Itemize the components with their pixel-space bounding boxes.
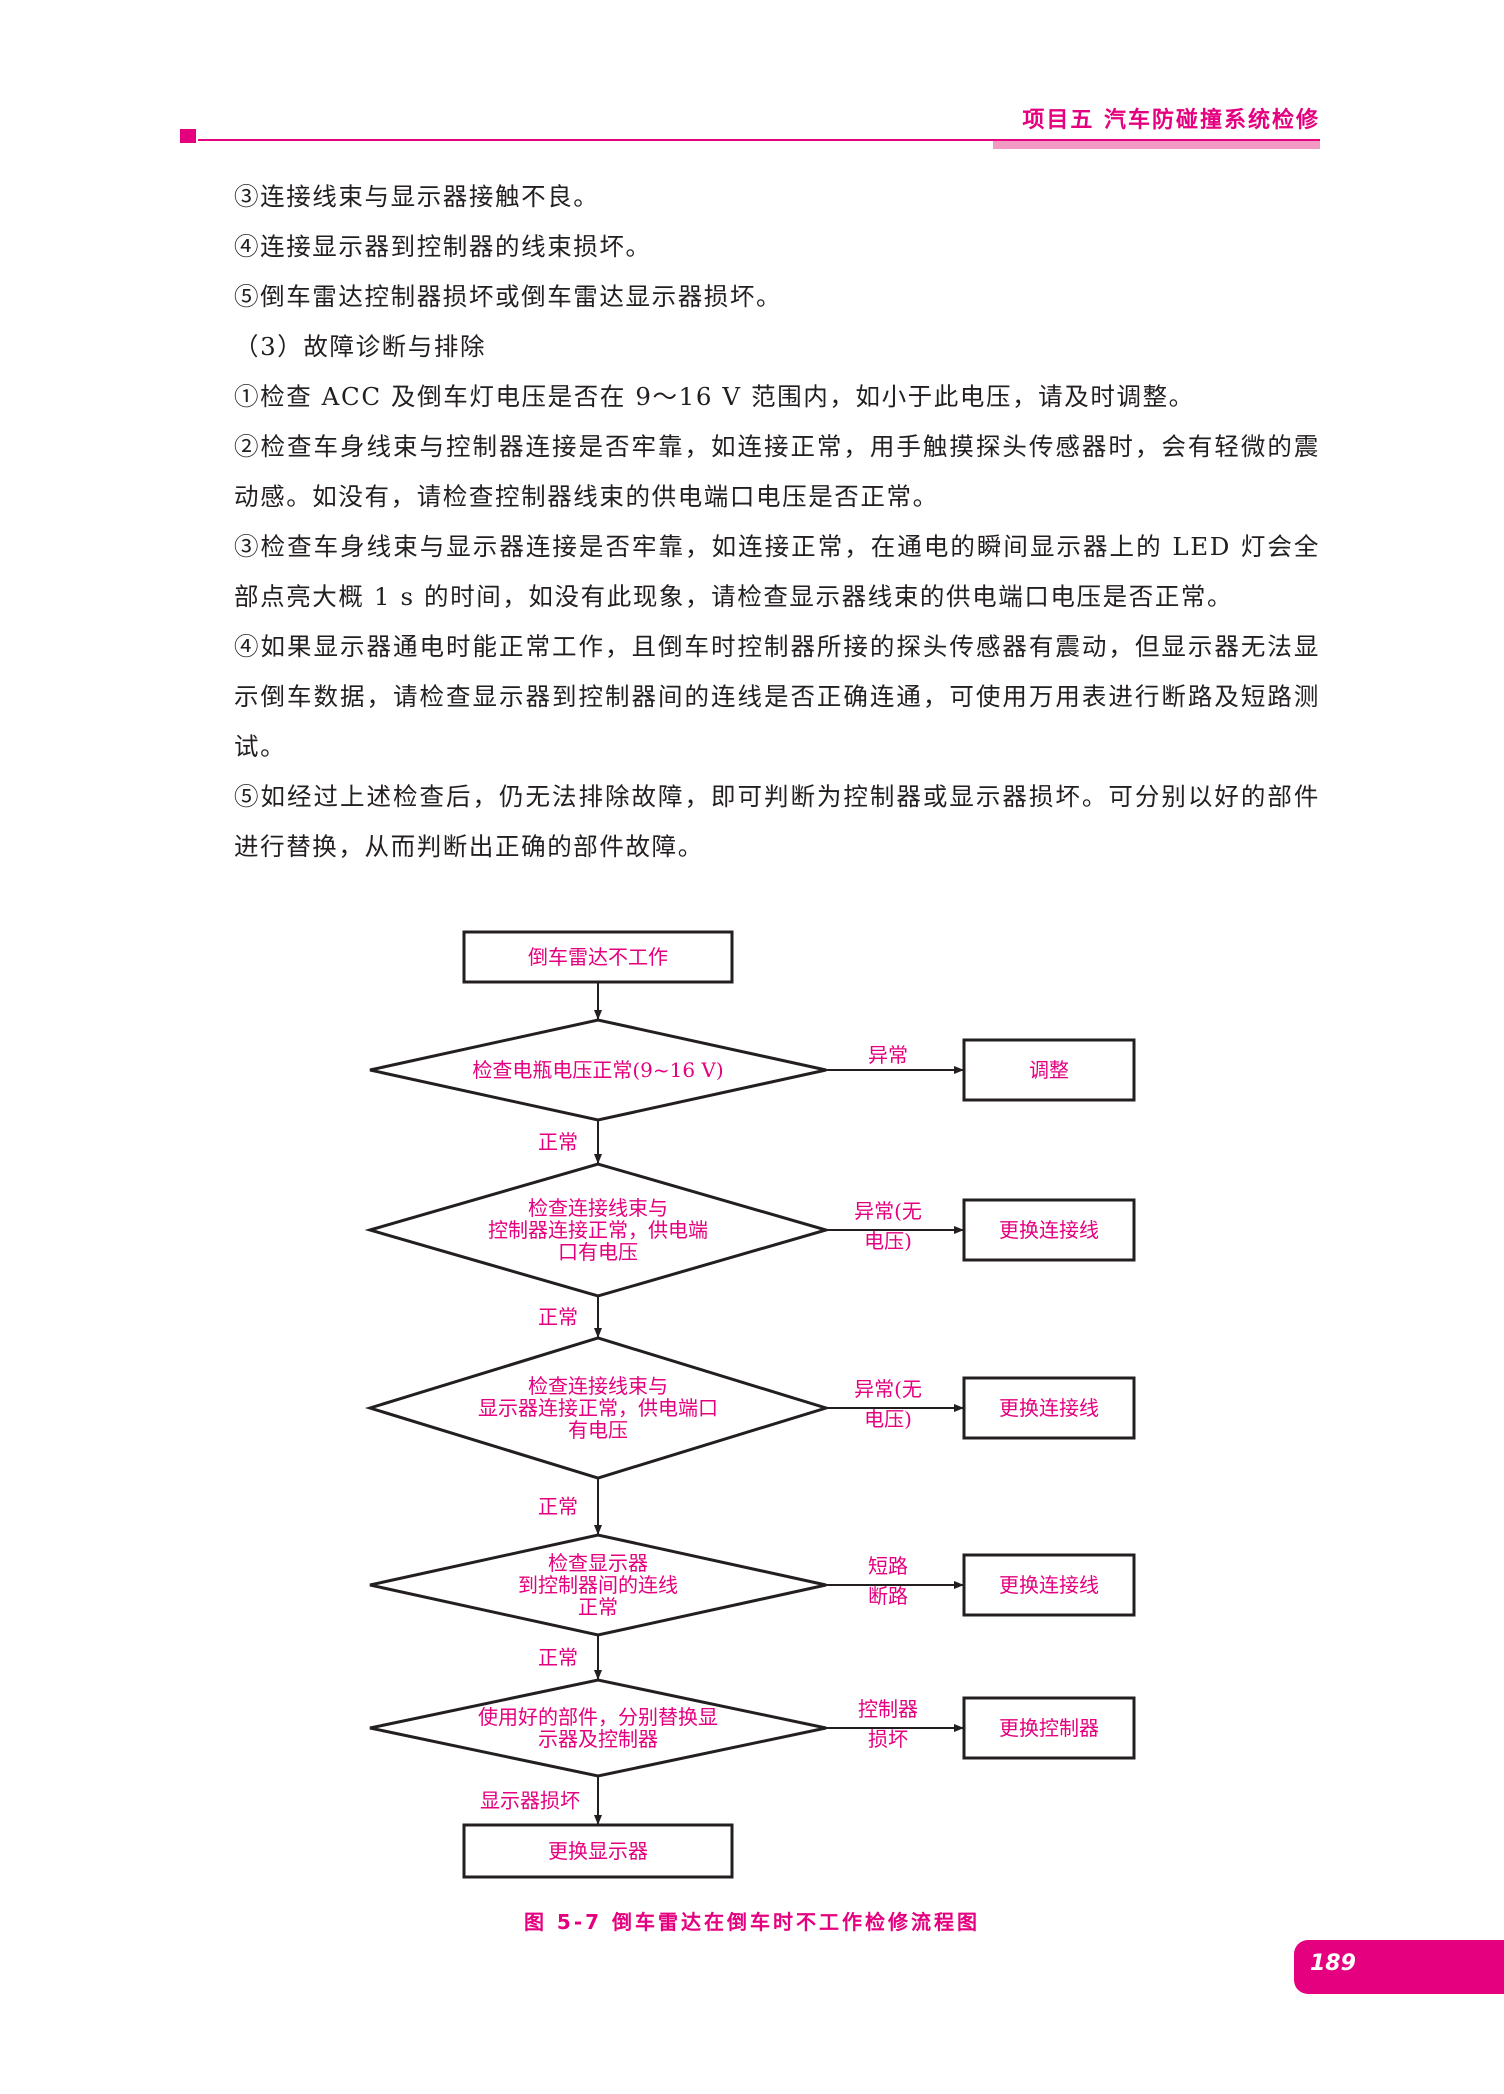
flowchart: 倒车雷达不工作检查电瓶电压正常(9~16 V)异常调整正常检查连接线束与控制器连… (360, 920, 1150, 1880)
decision-text: 有电压 (568, 1418, 628, 1442)
action-label: 更换连接线 (999, 1396, 1099, 1420)
action-box (962, 1198, 1136, 1262)
decision-text: 口有电压 (558, 1240, 638, 1264)
header-bar (993, 141, 1320, 149)
fail-label: 短路 (868, 1554, 908, 1578)
start-label: 倒车雷达不工作 (528, 945, 668, 969)
decision-text: 检查电瓶电压正常(9~16 V) (472, 1058, 723, 1082)
decision-text: 检查连接线束与 (528, 1196, 668, 1220)
decision-text: 正常 (578, 1595, 618, 1619)
decision-text: 检查连接线束与 (528, 1374, 668, 1398)
section-heading: （3）故障诊断与排除 (234, 332, 487, 361)
end-label: 更换显示器 (548, 1839, 648, 1863)
paragraph-9: ⑤如经过上述检查后，仍无法排除故障，即可判断为控制器或显示器损坏。可分别以好的部… (234, 782, 1320, 861)
end-box (462, 1823, 734, 1879)
action-box (962, 1553, 1136, 1617)
action-label: 更换连接线 (999, 1218, 1099, 1242)
header-rule (198, 139, 1320, 141)
decision-text: 使用好的部件，分别替换显 (478, 1705, 718, 1729)
paragraph-8: ④如果显示器通电时能正常工作，且倒车时控制器所接的探头传感器有震动，但显示器无法… (234, 632, 1320, 761)
action-box (962, 1038, 1136, 1102)
ok-label: 正常 (538, 1646, 578, 1670)
ok-label: 正常 (538, 1305, 578, 1329)
paragraph-7: ③检查车身线束与显示器连接是否牢靠，如连接正常，在通电的瞬间显示器上的 LED … (234, 532, 1320, 611)
action-box (962, 1376, 1136, 1440)
figure-caption: 图 5-7 倒车雷达在倒车时不工作检修流程图 (523, 1910, 981, 1934)
fail-label: 损坏 (868, 1727, 908, 1751)
paragraph-2: ④连接显示器到控制器的线束损坏。 (234, 232, 652, 261)
paragraph-6: ②检查车身线束与控制器连接是否牢靠，如连接正常，用手触摸探头传感器时，会有轻微的… (234, 432, 1320, 511)
paragraph-1: ③连接线束与显示器接触不良。 (234, 182, 600, 211)
fail-label: 电压) (864, 1407, 912, 1431)
last-label: 显示器损坏 (480, 1789, 580, 1813)
page-number-tab: 189 (1294, 1940, 1504, 1994)
action-label: 调整 (1029, 1058, 1069, 1082)
action-label: 更换控制器 (999, 1716, 1099, 1740)
decision-text: 示器及控制器 (538, 1727, 658, 1751)
header-square (180, 129, 196, 143)
paragraph-5: ①检查 ACC 及倒车灯电压是否在 9～16 V 范围内，如小于此电压，请及时调… (234, 382, 1195, 411)
fail-label: 异常 (868, 1043, 908, 1067)
fail-label: 断路 (868, 1584, 908, 1608)
action-label: 更换连接线 (999, 1573, 1099, 1597)
header-title: 项目五 汽车防碰撞系统检修 (1022, 108, 1320, 133)
fail-label: 控制器 (858, 1697, 918, 1721)
decision-text: 显示器连接正常，供电端口 (478, 1396, 718, 1420)
ok-label: 正常 (538, 1495, 578, 1519)
page-number: 189 (1310, 1951, 1356, 1976)
decision-text: 检查显示器 (548, 1551, 648, 1575)
fail-label: 电压) (864, 1229, 912, 1253)
decision-text: 到控制器间的连线 (518, 1573, 678, 1597)
page-header: 项目五 汽车防碰撞系统检修 (180, 98, 1320, 149)
decision-text: 控制器连接正常，供电端 (488, 1218, 708, 1242)
paragraph-3: ⑤倒车雷达控制器损坏或倒车雷达显示器损坏。 (234, 282, 783, 311)
body-text: ③连接线束与显示器接触不良。 ④连接显示器到控制器的线束损坏。 ⑤倒车雷达控制器… (180, 172, 1320, 872)
fail-label: 异常(无 (854, 1199, 922, 1223)
ok-label: 正常 (538, 1130, 578, 1154)
action-box (962, 1696, 1136, 1760)
fail-label: 异常(无 (854, 1377, 922, 1401)
